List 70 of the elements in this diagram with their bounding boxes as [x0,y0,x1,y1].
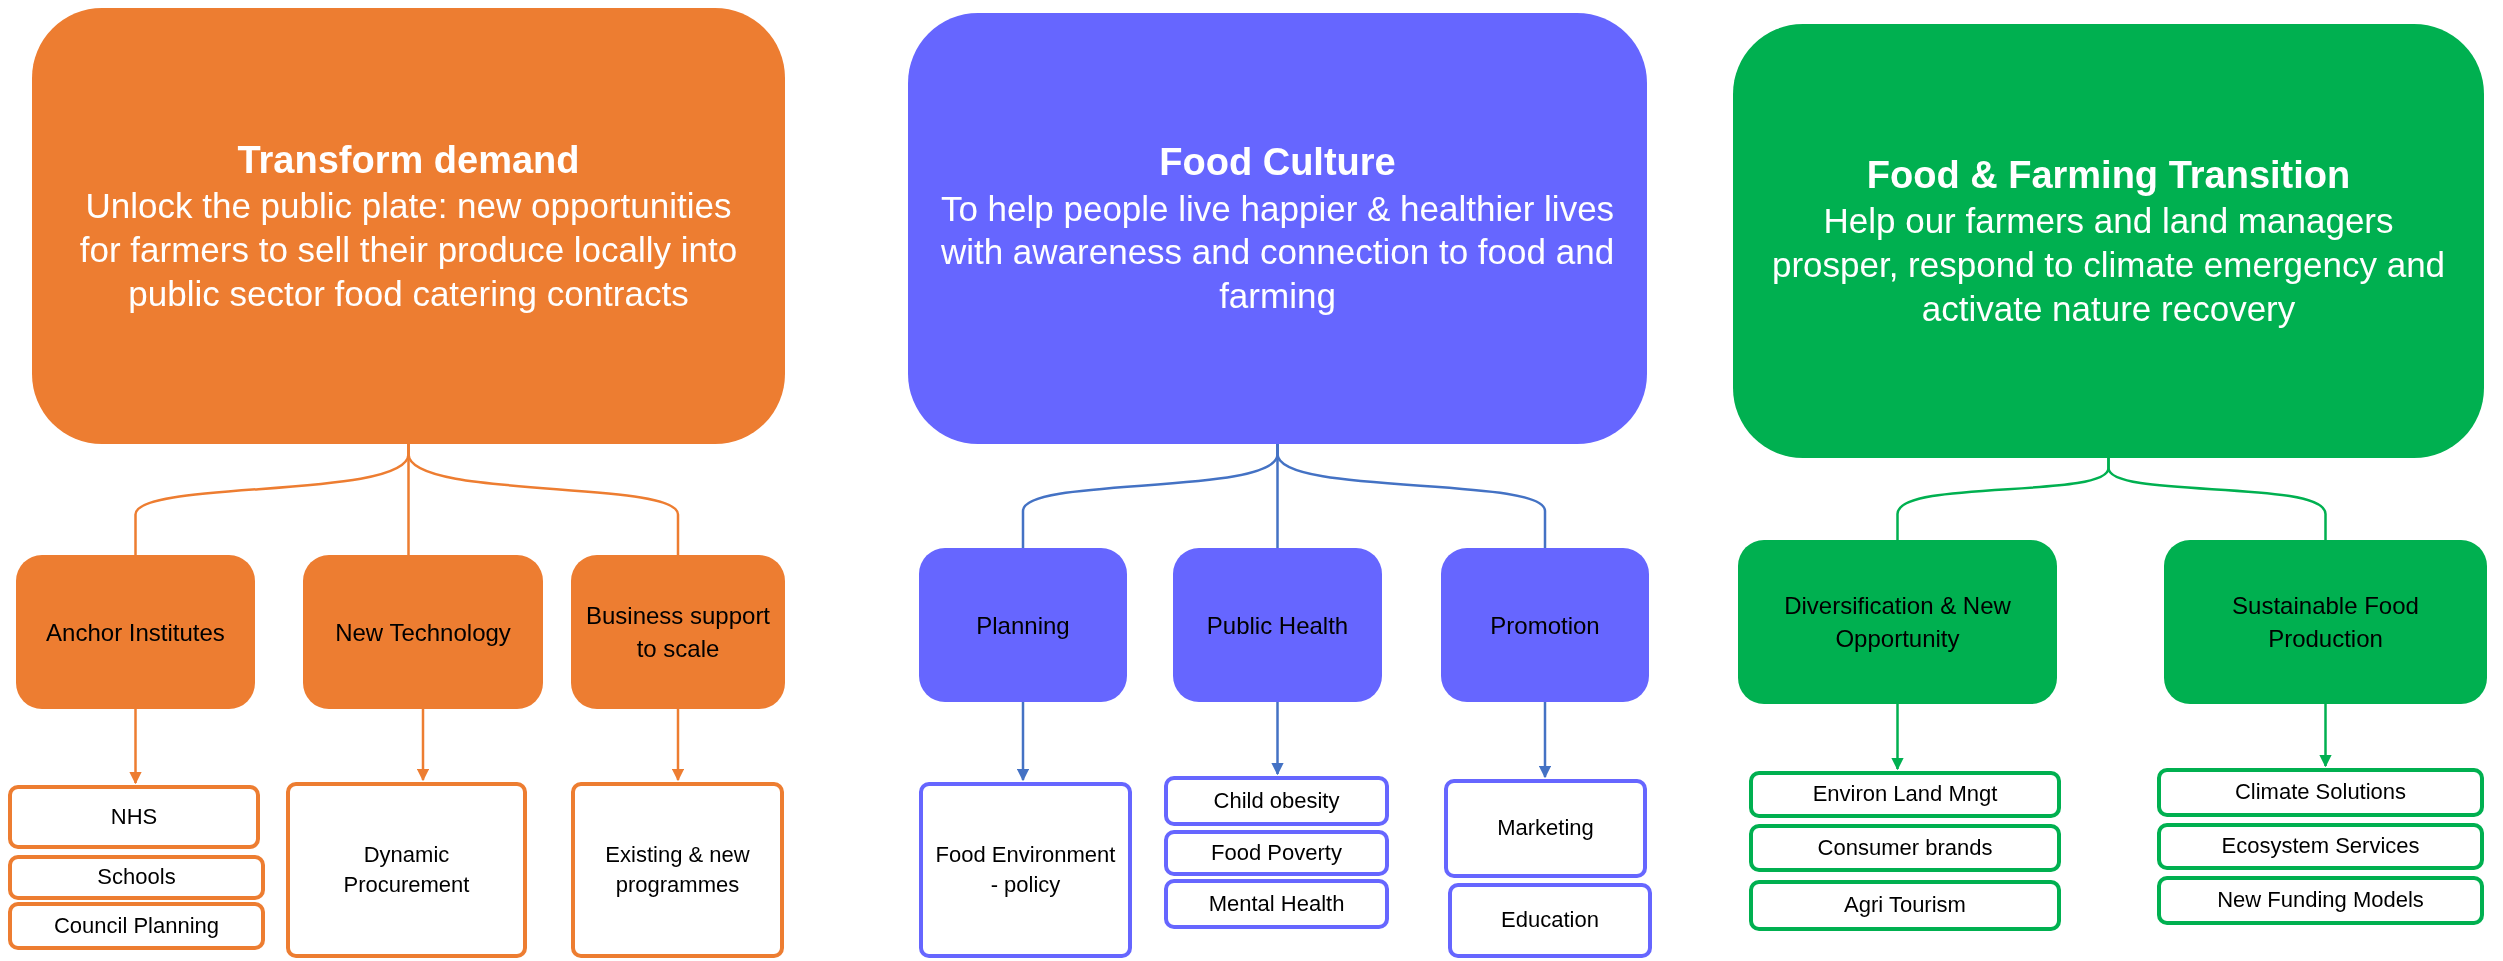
goal-description: Unlock the public plate: new opportunities for farmers to sell their produce locally into public sector food catering contracts [78,185,739,315]
item-box [8,785,260,849]
connector-line [2107,458,2327,540]
item-label: Food Poverty [1211,838,1342,867]
arrow [416,709,430,782]
theme-box [16,555,255,709]
theme-label: Anchor Institutes [46,617,225,648]
item-label: Schools [97,863,176,892]
connector-line [1276,444,1547,548]
theme-label: Business support to scale [584,601,772,664]
item-label: Ecosystem Services [2221,832,2420,861]
theme-label: Sustainable Food Production [2231,591,2420,654]
connector-line [407,444,680,555]
goal-title: Food Culture [1159,140,1396,186]
item-label: Mental Health [1208,889,1345,918]
arrow [1271,702,1284,776]
goal-title: Transform demand [237,137,580,183]
item-label: Dynamic Procurement [342,840,471,899]
item-label: Education [1501,906,1599,935]
item-box [1164,830,1389,876]
theme-box [919,548,1127,702]
item-box [8,902,265,950]
arrow [1538,702,1552,779]
item-box [2157,768,2484,817]
arrow [129,709,142,785]
theme-label: Planning [976,610,1070,641]
item-label: Climate Solutions [2234,778,2407,807]
theme-box [303,555,543,709]
item-box [8,855,265,900]
theme-box [1738,540,2057,704]
item-box [1444,779,1647,878]
arrow [1016,702,1030,782]
theme-box [1173,548,1382,702]
goal-box [32,8,785,444]
theme-box [571,555,785,709]
item-box [2157,876,2484,925]
theme-label: Promotion [1490,610,1600,641]
item-box [286,782,527,958]
arrow [671,709,685,782]
item-label: Environ Land Mngt [1812,780,1998,809]
item-label: New Funding Models [2217,886,2424,915]
item-label: Consumer brands [1817,833,1993,862]
item-label: Existing & new programmes [604,840,751,899]
item-box [2157,823,2484,870]
goal-description: Help our farmers and land managers prosper, respond to climate emergency and activate nature recovery [1770,200,2447,330]
theme-label: Diversification & New Opportunity [1783,591,2012,654]
goal-title: Food & Farming Transition [1866,152,2351,198]
item-label: Child obesity [1213,786,1340,815]
goal-box [1733,24,2484,458]
item-box [1749,771,2061,818]
item-label: Food Environment - policy [934,840,1117,899]
item-box [919,782,1132,958]
theme-label: Public Health [1206,610,1349,641]
item-box [1448,883,1652,958]
item-label: Agri Tourism [1844,891,1966,920]
theme-box [1441,548,1649,702]
theme-label: New Technology [335,617,511,648]
item-label: Marketing [1497,814,1594,843]
arrow [2319,704,2332,768]
goal-description: To help people live happier & healthier lives with awareness and connection to food and farming [940,187,1615,318]
item-box [1164,776,1389,826]
item-box [1164,879,1389,929]
arrow [1891,704,1904,771]
item-box [1749,824,2061,872]
item-label: Council Planning [53,911,220,940]
item-box [571,782,784,958]
item-label: NHS [110,802,158,831]
item-box [1749,880,2061,931]
goal-box [908,13,1647,444]
theme-box [2164,540,2487,704]
